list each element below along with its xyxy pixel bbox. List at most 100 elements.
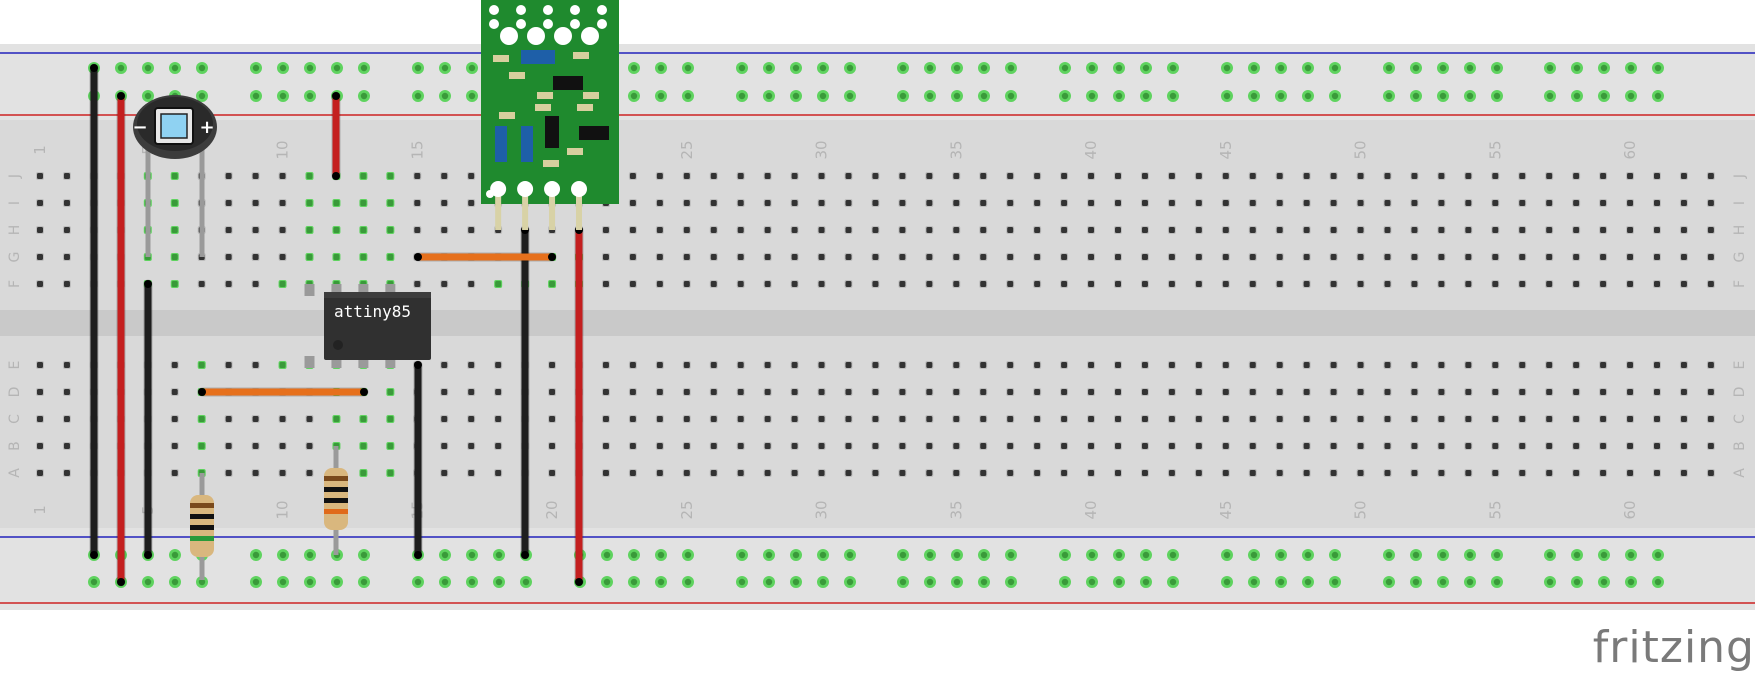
pcb-header-pad [490, 181, 507, 197]
pcb-smd-part [577, 104, 593, 111]
hole-center [279, 200, 286, 206]
column-number-top: 15 [408, 140, 426, 159]
hole-center [63, 173, 70, 179]
hole-center [441, 281, 448, 287]
pcb-module-board [481, 0, 619, 204]
hole-center [1330, 362, 1337, 368]
hole-center [710, 443, 717, 449]
rail-hole-center [846, 551, 854, 559]
hole-center [495, 470, 502, 476]
hole-center [629, 389, 636, 395]
column-number-bottom: 20 [543, 500, 561, 519]
hole-center [683, 389, 690, 395]
hole-center [1546, 200, 1553, 206]
hole-center [1411, 470, 1418, 476]
hole-center [683, 281, 690, 287]
resistor-left-band [190, 536, 214, 541]
hole-center [737, 362, 744, 368]
hole-center [926, 173, 933, 179]
hole-center [1654, 470, 1660, 476]
hole-center [1654, 173, 1660, 179]
hole-center [225, 254, 232, 260]
hole-center [252, 416, 259, 422]
row-letter-left: I [7, 201, 23, 205]
hole-center [1546, 173, 1553, 179]
hole-center [225, 470, 232, 476]
rail-hole-center [1088, 92, 1096, 100]
column-number-bottom: 1 [31, 505, 49, 515]
hole-center [764, 200, 771, 206]
hole-center [1168, 416, 1175, 422]
hole-center [629, 362, 636, 368]
hole-center [1168, 362, 1175, 368]
rail-hole-center [684, 578, 692, 586]
hole-center [1680, 389, 1687, 395]
hole-center [1141, 362, 1148, 368]
hole-center [1438, 416, 1445, 422]
hole-center [710, 416, 717, 422]
rail-hole-center [1250, 64, 1258, 72]
hole-center [1546, 227, 1553, 233]
hole-center [468, 173, 475, 179]
hole-center [468, 416, 475, 422]
hole-center [1654, 227, 1660, 233]
rail-hole-center [1061, 578, 1069, 586]
hole-center [1115, 227, 1121, 233]
hole-center [549, 281, 556, 287]
row-letter-right: H [1732, 225, 1748, 236]
hole-center [899, 227, 906, 233]
hole-center [1411, 200, 1418, 206]
column-number-top: 1 [31, 145, 49, 155]
hole-center [1061, 443, 1068, 449]
rail-hole-center [1546, 92, 1554, 100]
hole-center [468, 200, 475, 206]
hole-center [387, 200, 394, 206]
rail-hole-center [1061, 551, 1069, 559]
hole-center [926, 470, 933, 476]
hole-center [1600, 389, 1607, 395]
hole-center [1249, 470, 1256, 476]
hole-center [683, 200, 690, 206]
rail-hole-center [333, 578, 341, 586]
hole-center [764, 173, 771, 179]
hole-center [683, 362, 690, 368]
hole-center [1519, 254, 1526, 260]
hole-center [737, 173, 744, 179]
rail-hole-center [495, 578, 503, 586]
hole-center [845, 389, 852, 395]
rail-hole-center [846, 92, 854, 100]
hole-center [1249, 227, 1256, 233]
hole-center [683, 173, 690, 179]
hole-center [683, 227, 690, 233]
hole-center [1141, 470, 1148, 476]
rail-hole-center [819, 92, 827, 100]
hole-center [980, 443, 987, 449]
hole-center [1707, 362, 1714, 368]
rail-hole-center [360, 64, 368, 72]
hole-center [872, 470, 879, 476]
hole-center [1627, 173, 1634, 179]
rail-hole-center [1385, 551, 1393, 559]
rail-hole-center [846, 578, 854, 586]
row-letter-right: B [1732, 441, 1748, 451]
hole-center [656, 416, 663, 422]
hole-center [1168, 254, 1175, 260]
hole-center [953, 173, 960, 179]
rail-hole-center [1088, 551, 1096, 559]
rail-hole-center [441, 64, 449, 72]
rail-hole-center [468, 92, 476, 100]
hole-center [63, 200, 70, 206]
rail-hole-center [926, 551, 934, 559]
hole-center [225, 443, 232, 449]
hole-center [1276, 227, 1283, 233]
pcb-mounting-pad [581, 27, 599, 45]
hole-center [1276, 254, 1283, 260]
pcb-top-hole [597, 5, 607, 15]
rail-hole-center [279, 578, 287, 586]
rail-hole-center [926, 578, 934, 586]
hole-center [495, 281, 502, 287]
hole-center [37, 470, 43, 476]
hole-center [980, 389, 987, 395]
fritzing-watermark: fritzing [1592, 622, 1755, 673]
rail-hole-center [252, 92, 260, 100]
